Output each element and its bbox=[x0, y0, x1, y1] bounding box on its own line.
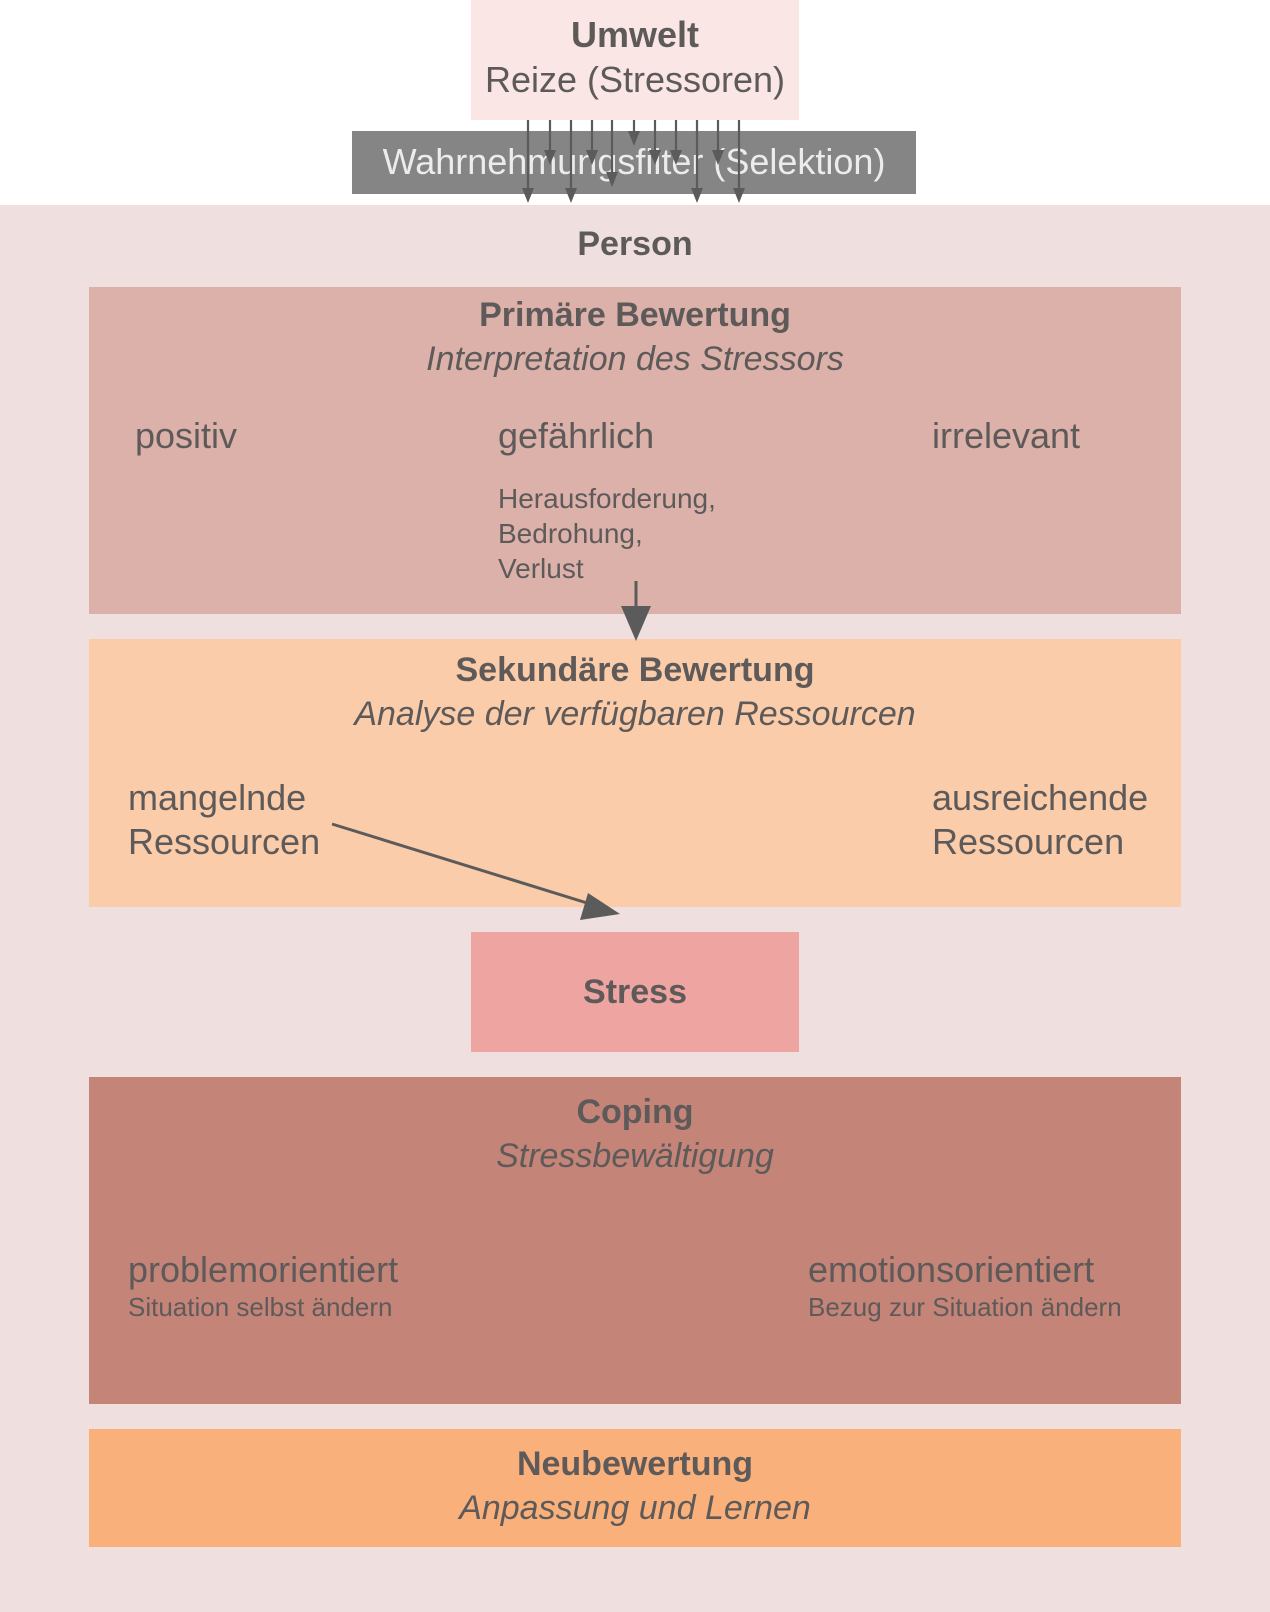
coping-box bbox=[89, 1077, 1181, 1404]
umwelt-box bbox=[471, 0, 799, 120]
perception-filter-label: Wahrnehmungsfilter (Selektion) bbox=[382, 141, 886, 182]
secondary-lacking-line1: mangelnde bbox=[128, 777, 307, 818]
coping-title: Coping bbox=[576, 1093, 694, 1131]
secondary-lacking-line2: Ressourcen bbox=[128, 821, 321, 862]
person-label: Person bbox=[577, 225, 693, 263]
secondary-title: Sekundäre Bewertung bbox=[455, 651, 815, 689]
reappraisal-subtitle: Anpassung und Lernen bbox=[459, 1489, 811, 1527]
primary-detail-loss: Verlust bbox=[498, 553, 584, 584]
secondary-appraisal-box bbox=[89, 639, 1181, 907]
primary-option-dangerous: gefährlich bbox=[498, 415, 655, 456]
reappraisal-title: Neubewertung bbox=[516, 1445, 754, 1483]
arrow-primary-to-secondary bbox=[621, 581, 651, 641]
stimuli-arrows bbox=[522, 120, 745, 203]
coping-emotion-label: emotionsorientiert bbox=[808, 1249, 1095, 1290]
coping-subtitle: Stressbewältigung bbox=[496, 1137, 774, 1175]
coping-problem-label: problemorientiert bbox=[128, 1249, 399, 1290]
arrow-lacking-to-stress bbox=[331, 822, 620, 920]
secondary-sufficient-line2: Ressourcen bbox=[932, 821, 1125, 862]
primary-title: Primäre Bewertung bbox=[479, 296, 791, 334]
secondary-subtitle: Analyse der verfügbaren Ressourcen bbox=[354, 695, 916, 733]
stress-label: Stress bbox=[583, 973, 687, 1011]
primary-subtitle: Interpretation des Stressors bbox=[426, 340, 844, 378]
primary-option-irrelevant: irrelevant bbox=[932, 415, 1081, 456]
umwelt-subtitle: Reize (Stressoren) bbox=[484, 59, 786, 100]
secondary-sufficient-line1: ausreichende bbox=[932, 777, 1149, 818]
reappraisal-box bbox=[89, 1429, 1181, 1547]
umwelt-title: Umwelt bbox=[570, 14, 700, 55]
primary-option-positive: positiv bbox=[135, 415, 238, 456]
primary-detail-threat: Bedrohung, bbox=[498, 518, 643, 549]
primary-appraisal-box bbox=[89, 287, 1181, 614]
coping-problem-sub: Situation selbst ändern bbox=[128, 1292, 393, 1322]
coping-emotion-sub: Bezug zur Situation ändern bbox=[808, 1292, 1122, 1322]
primary-detail-challenge: Herausforderung, bbox=[498, 483, 716, 514]
stress-box bbox=[471, 932, 799, 1052]
